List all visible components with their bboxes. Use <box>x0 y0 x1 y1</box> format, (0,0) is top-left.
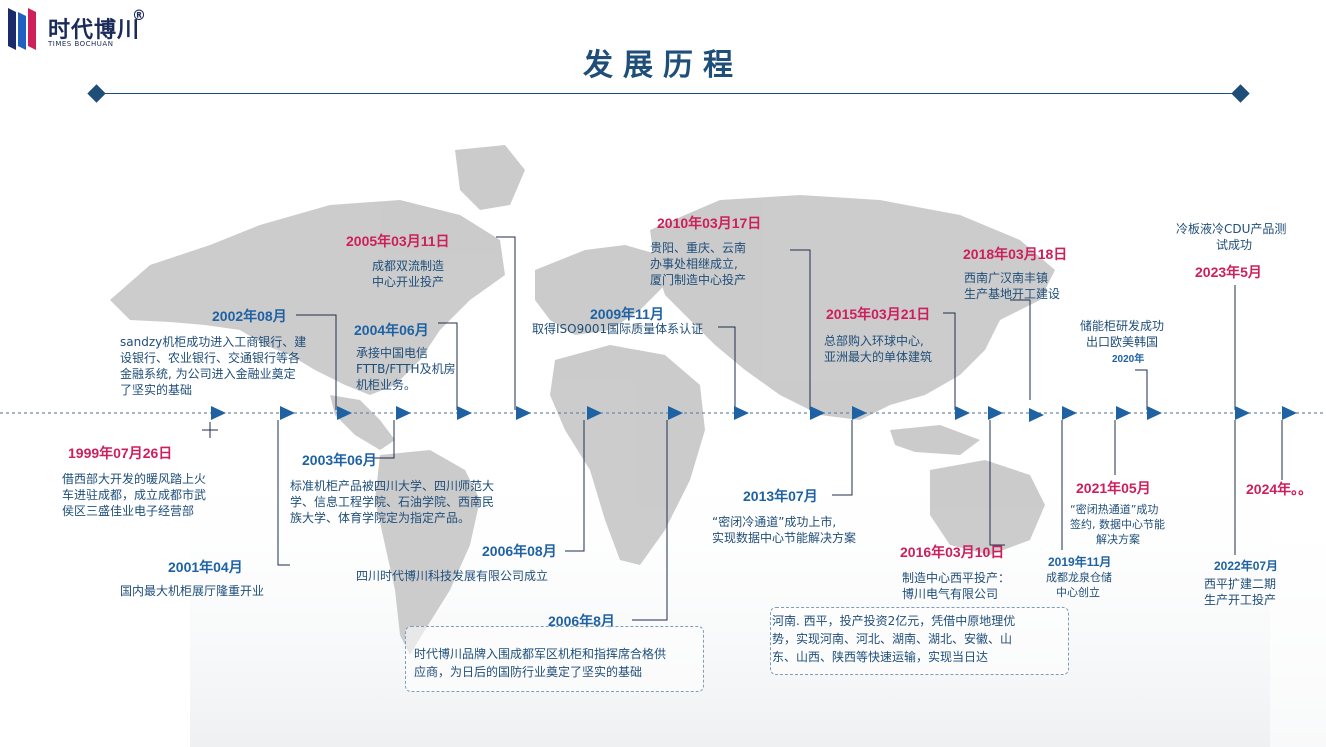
date-2001: 2001年04月 <box>168 559 243 575</box>
date-2009: 2009年11月 <box>590 306 664 322</box>
central-america-shape <box>330 395 395 450</box>
south-america-shape <box>375 450 480 655</box>
arrow-marker-1 <box>211 406 226 420</box>
arrow-marker-17 <box>1147 406 1162 420</box>
desc-1999: 借西部大开发的暖风踏上火 车进驻成都，成立成都市武 侯区三盛佳业电子经营部 <box>62 472 207 518</box>
arrow-marker-6 <box>516 406 531 420</box>
callout-box-2016 <box>770 607 1069 675</box>
connector-2016 <box>989 420 1005 546</box>
date-2019: 2019年11月 <box>1048 555 1112 569</box>
date-2018: 2018年03月18日 <box>963 246 1068 262</box>
desc-2001: 国内最大机柜展厅隆重开业 <box>120 584 265 598</box>
desc-2003: 标准机柜产品被四川大学、四川师范大 学、信息工程学院、石油学院、西南民 族大学、… <box>290 479 495 525</box>
north-america-shape <box>110 200 505 395</box>
registered-mark: ® <box>132 8 146 24</box>
logo-icon <box>8 8 36 50</box>
date-2022: 2022年07月 <box>1214 559 1279 573</box>
connector-2003 <box>372 420 395 459</box>
connector-2005 <box>496 236 516 410</box>
date-2013: 2013年07月 <box>743 488 818 504</box>
arrow-marker-12 <box>955 406 970 420</box>
callout-text-2006: 时代博川品牌入围成都军区机柜和指挥席合格供 应商，为日后的国防行业奠定了坚实的基… <box>414 647 667 679</box>
europe-shape <box>535 245 665 335</box>
date-2003: 2003年06月 <box>302 452 377 468</box>
connector-2004 <box>438 322 458 410</box>
arrow-marker-10 <box>810 406 825 420</box>
desc-2022: 西平扩建二期 生产开工投产 <box>1204 577 1277 607</box>
africa-shape <box>550 345 705 565</box>
date-2023: 2023年5月 <box>1195 264 1262 280</box>
desc-2010: 贵阳、重庆、云南 办事处相继成立, 厦门制造中心投产 <box>650 241 747 287</box>
arrow-marker-19 <box>1282 406 1297 420</box>
date-2002: 2002年08月 <box>212 308 287 324</box>
callout-box-2006 <box>405 626 704 692</box>
arrow-marker-8 <box>668 406 683 420</box>
page-title: 发展历程 <box>583 48 743 83</box>
arrow-marker-16 <box>1116 406 1131 420</box>
arrow-marker-14 <box>1029 408 1044 422</box>
connector-2015 <box>943 312 956 410</box>
connector-2006a <box>565 420 585 552</box>
arrow-marker-7 <box>587 406 602 420</box>
date-2006-8: 2006年8月 <box>548 613 615 629</box>
connector-2002 <box>296 314 337 410</box>
desc-2018: 西南广汉南丰镇 生产基地开工建设 <box>964 271 1061 301</box>
date-2021: 2021年05月 <box>1076 480 1151 496</box>
arrow-marker-11 <box>852 406 867 420</box>
greenland-shape <box>455 145 525 210</box>
desc-2023: 冷板液冷CDU产品测 试成功 <box>1176 222 1287 252</box>
connector-2013 <box>832 420 853 496</box>
date-2016: 2016年03月10日 <box>900 544 1005 560</box>
arrow-marker-3 <box>337 406 352 420</box>
desc-2006-08: 四川时代博川科技发展有限公司成立 <box>356 569 549 583</box>
date-2024: 2024年。。 <box>1246 481 1313 497</box>
callout-text-2016: 河南. 西平，投产投资2亿元，凭借中原地理优 势，实现河南、河北、湖南、湖北、安… <box>772 614 1016 664</box>
connector-2001 <box>277 420 290 566</box>
date-1999: 1999年07月26日 <box>68 445 173 461</box>
connector-2020 <box>1135 369 1148 410</box>
date-2006-08: 2006年08月 <box>482 543 557 559</box>
arrow-marker-5 <box>457 406 472 420</box>
date-2005: 2005年03月11日 <box>346 233 450 249</box>
arrow-marker-2 <box>280 406 295 420</box>
desc-2021: “密闭热通道”成功 签约, 数据中心节能 解决方案 <box>1070 503 1165 546</box>
indonesia-shape <box>890 425 980 455</box>
date-2015: 2015年03月21日 <box>826 306 931 322</box>
connector-2018 <box>1010 299 1031 400</box>
connector-2009 <box>718 326 736 410</box>
date-2010: 2010年03月17日 <box>657 215 762 231</box>
desc-2013: “密闭冷通道”成功上市, 实现数据中心节能解决方案 <box>712 515 857 545</box>
arrow-marker-18 <box>1235 406 1250 420</box>
connector-2010 <box>790 249 811 410</box>
asia-shape <box>650 195 1055 420</box>
arrow-marker-9 <box>734 406 749 420</box>
logo-subtitle: TIMES BOCHUAN <box>48 40 114 48</box>
desc-2009: 取得ISO9001国际质量体系认证 <box>532 322 704 336</box>
desc-2016: 制造中心西平投产： 博川电气有限公司 <box>902 571 1011 601</box>
date-2004: 2004年06月 <box>354 322 429 338</box>
desc-2002: sandzy机柜成功进入工商银行、建 设银行、农业银行、交通银行等各 金融系统,… <box>120 335 307 397</box>
date-2020: 2020年 <box>1112 354 1145 365</box>
australia-shape <box>930 460 1045 555</box>
desc-2005: 成都双流制造 中心开业投产 <box>372 259 445 289</box>
desc-2019: 成都龙泉仓储 中心创立 <box>1046 571 1112 599</box>
title-underline <box>100 93 1242 94</box>
connector-2006b <box>632 420 668 621</box>
desc-2020: 储能柜研发成功 出口欧美韩国 <box>1080 319 1165 349</box>
arrow-marker-15 <box>1062 406 1077 420</box>
desc-2004: 承接中国电信 FTTB/FTTH及机房 机柜业务。 <box>356 346 456 392</box>
arrow-marker-13 <box>988 406 1003 420</box>
desc-2015: 总部购入环球中心, 亚洲最大的单体建筑 <box>824 334 933 364</box>
logo-name: 时代博川 <box>48 18 141 43</box>
arrow-marker-4 <box>396 406 411 420</box>
